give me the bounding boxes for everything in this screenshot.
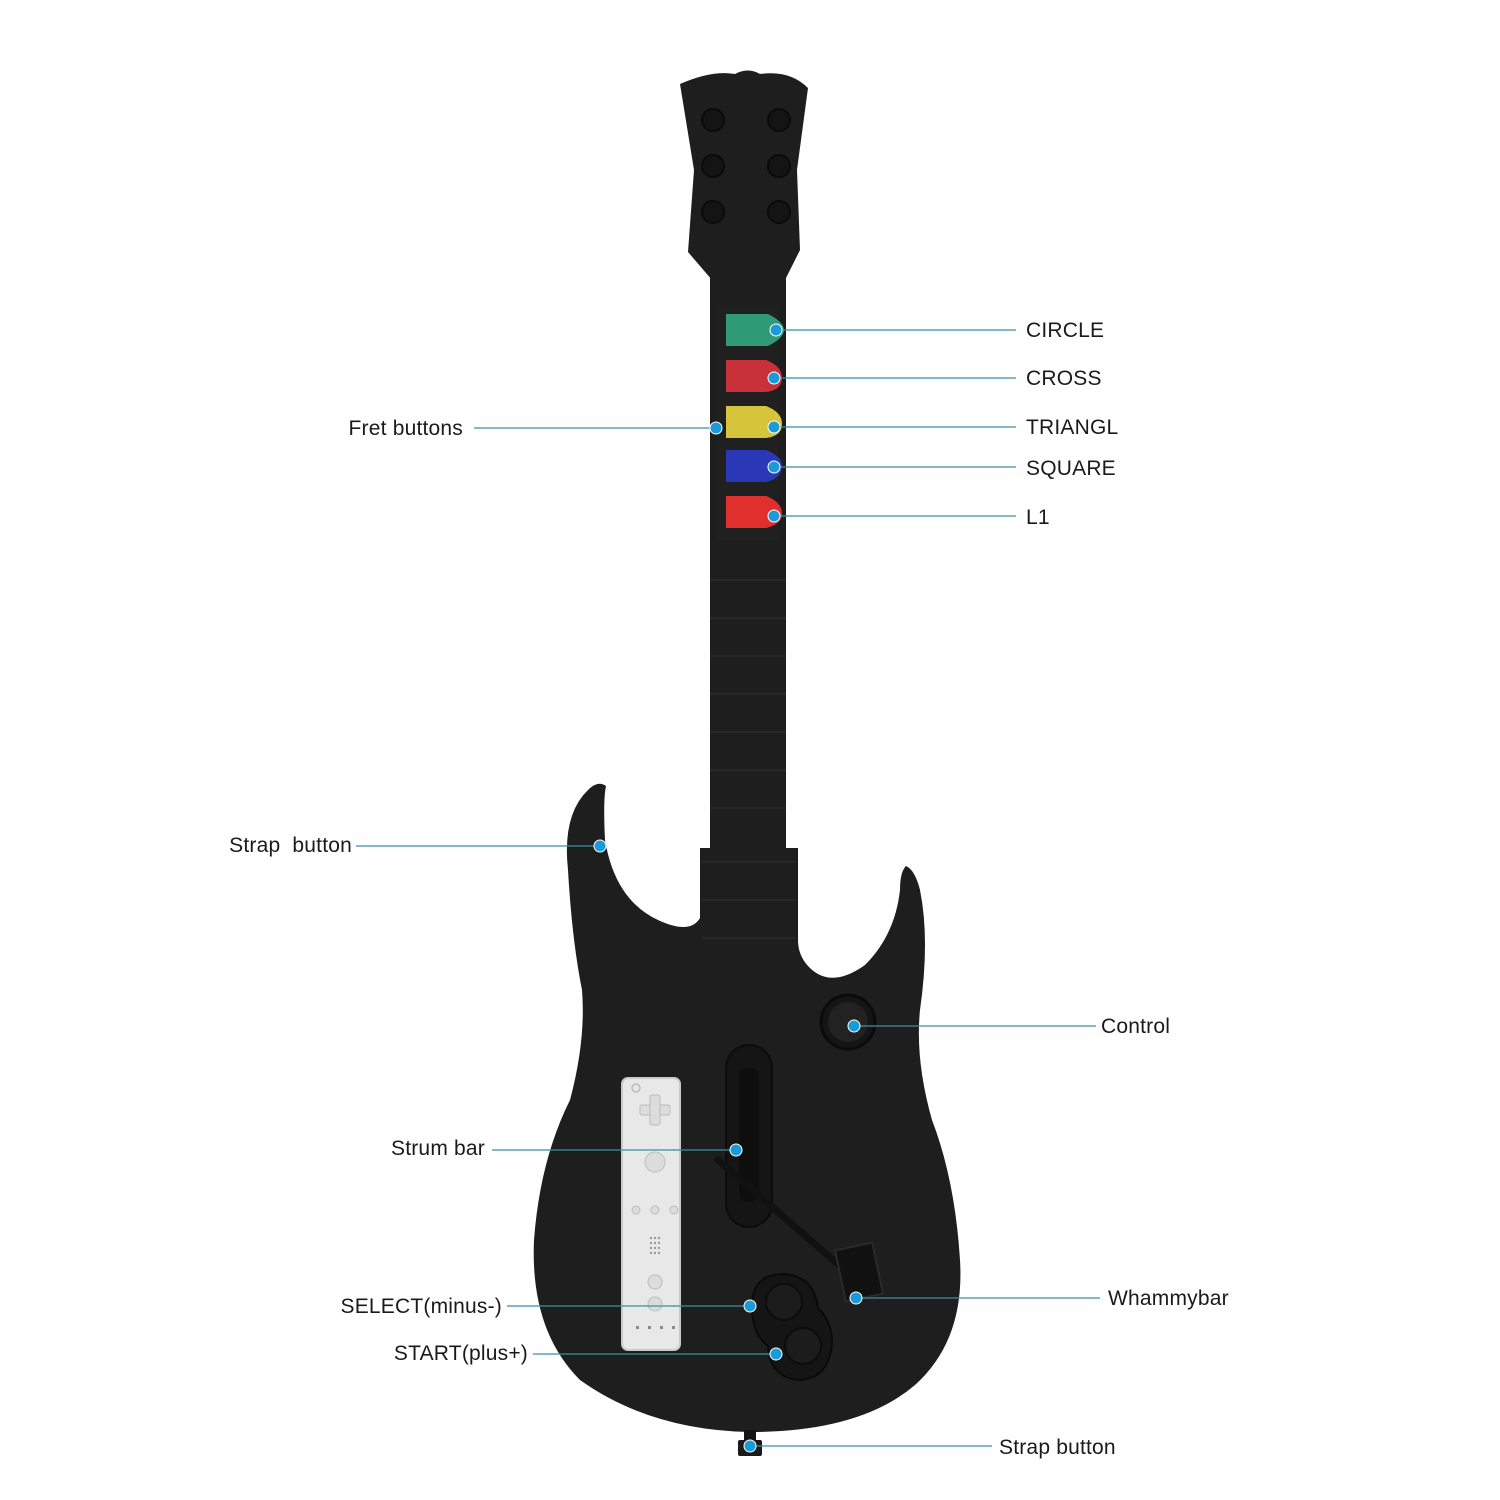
whammy-bar-dot	[849, 1291, 863, 1305]
fret-button-green[interactable]	[726, 314, 784, 346]
fret-button-blue[interactable]	[726, 450, 782, 482]
strum-bar-dot	[729, 1143, 743, 1157]
dpad-icon	[639, 1094, 671, 1126]
label-strap-button-top: Strap button	[229, 834, 352, 857]
callout-dots	[593, 323, 863, 1453]
strap-button-bottom-dot	[743, 1439, 757, 1453]
fret-button-red-l1[interactable]	[726, 496, 782, 528]
whammy-bar[interactable]	[714, 1156, 885, 1303]
label-whammy-bar: Whammybar	[1108, 1287, 1229, 1310]
callout-labels: CIRCLE CROSS TRIANGL SQUARE L1 Fret butt…	[229, 319, 1229, 1459]
label-cross: CROSS	[1026, 367, 1102, 390]
control-knob[interactable]	[819, 993, 877, 1051]
control-dot	[847, 1019, 861, 1033]
square-dot	[767, 460, 781, 474]
tuning-pegs	[701, 108, 791, 224]
triangle-dot	[767, 420, 781, 434]
label-triangle: TRIANGL	[1026, 416, 1118, 439]
headstock	[680, 70, 808, 280]
speaker-grille-icon	[649, 1236, 661, 1255]
strap-button-top-dot	[593, 839, 607, 853]
player-leds-icon	[636, 1326, 675, 1329]
label-strum-bar: Strum bar	[391, 1137, 485, 1160]
label-fret-buttons: Fret buttons	[349, 417, 463, 440]
fret-buttons	[726, 314, 784, 528]
neck-frets	[710, 579, 786, 809]
label-strap-button-bottom: Strap button	[999, 1436, 1116, 1459]
l1-dot	[767, 509, 781, 523]
leader-lines	[356, 329, 1100, 1447]
body-frets	[702, 861, 796, 939]
label-square: SQUARE	[1026, 457, 1116, 480]
label-control: Control	[1101, 1015, 1170, 1038]
fret-button-red[interactable]	[726, 360, 782, 392]
label-start: START(plus+)	[394, 1342, 528, 1365]
wii-remote	[621, 1077, 681, 1351]
label-l1: L1	[1026, 506, 1050, 529]
start-button[interactable]	[784, 1327, 822, 1365]
select-dot	[743, 1299, 757, 1313]
fret-button-yellow[interactable]	[726, 406, 782, 438]
fret-buttons-dot	[709, 421, 723, 435]
start-dot	[769, 1347, 783, 1361]
cross-dot	[767, 371, 781, 385]
select-button[interactable]	[765, 1283, 803, 1321]
circle-dot	[769, 323, 783, 337]
label-circle: CIRCLE	[1026, 319, 1104, 342]
label-select: SELECT(minus-)	[341, 1295, 503, 1318]
